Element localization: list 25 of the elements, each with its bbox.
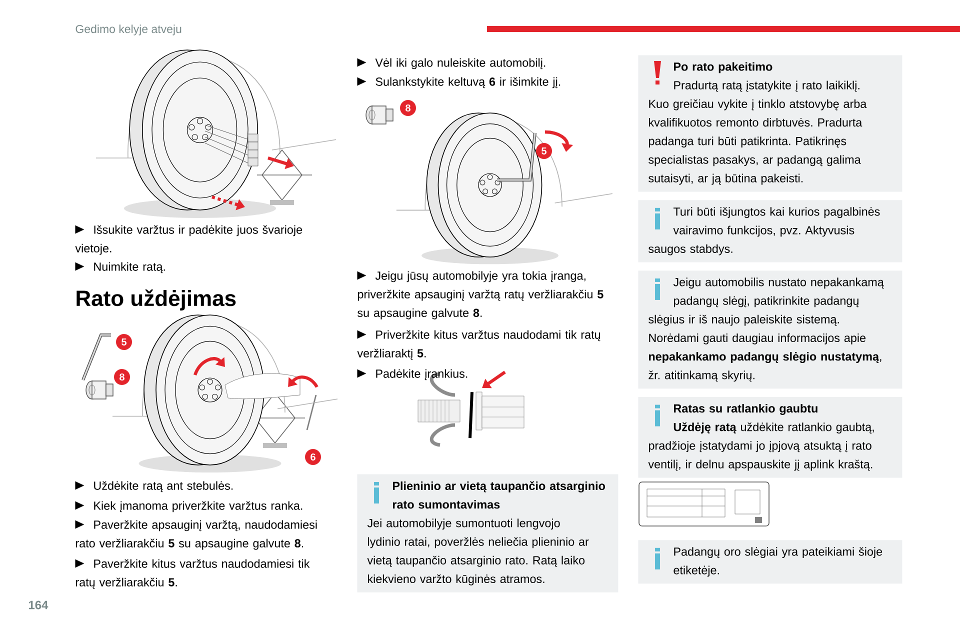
section-heading: Rato uždėjimas <box>76 290 236 310</box>
instruction-text: Išsukite varžtus ir padėkite juos švarioje vietoje. <box>75 225 302 255</box>
note-box: Po rato pakeitimo Pradurtą ratą įstatykite į rato laikiklį. Kuo greičiau vykite į tinklo atstovybę arba kvalifikuotos remonto dirbtuvės. Pradurta padanga turi būti patikrinta. Patikrinęs specialistas pasakys, ar padangą galima sutaisyti, ar ją būtina pakeisti. <box>638 55 902 192</box>
instruction-text: Paveržkite kitus varžtus naudodamiesi tik ratų veržliarakčiu 5. <box>75 559 310 589</box>
page-number: 164 <box>28 600 48 610</box>
instruction-text: Priveržkite kitus varžtus naudodami tik ratų veržliaraktį 5. <box>357 330 600 360</box>
note-box: Turi būti išjungtos kai kurios pagalbinės vairavimo funkcijos, pvz. Aktyvusis saugos stabdys. <box>638 200 902 262</box>
note-box: Ratas su ratlankio gaubtu Uždėję ratą uždėkite ratlankio gaubtą, pradžioje įstatydami jo įpjovą atsuktą į rato ventilį, ir delnu apspauskite jį aplink kraštą. <box>638 396 902 478</box>
instruction-text: Sulankstykite keltuvą 6 ir išimkite jį. <box>357 77 560 88</box>
callout-number: 8 <box>114 369 130 385</box>
running-header: Gedimo kelyje atveju <box>76 24 182 36</box>
instruction-text: Kiek įmanoma priveržkite varžtus ranka. <box>75 501 302 512</box>
note-box: Plieninio ar vietą taupančio atsarginio rato sumontavimas Jei automobilyje sumontuoti lengvojo lydinio ratai, poveržlės neliečia plieninio ar vietą taupančio atsarginio rato. Ratą laiko kiekvieno varžto kūginės atramos. <box>357 474 618 592</box>
callout-number: 8 <box>400 100 416 116</box>
callout-number: 6 <box>305 449 321 465</box>
callout-number: 5 <box>116 334 132 350</box>
note-box: Padangų oro slėgiai yra pateikiami šioje etiketėje. <box>638 540 902 584</box>
instruction-text: Jeigu jūsų automobilyje yra tokia įranga, priveržkite apsauginį varžtą ratų veržliarakčiu 5 su apsaugine galvute 8. <box>357 271 604 320</box>
instruction-text: Padėkite įrankius. <box>357 369 468 380</box>
instruction-text: Nuimkite ratą. <box>75 262 165 274</box>
instruction-text: Vėl iki galo nuleiskite automobilį. <box>357 58 546 70</box>
instruction-text: Paveržkite apsauginį varžtą, naudodamiesi rato veržliarakčiu 5 su apsaugine galvute 8. <box>75 520 317 550</box>
instruction-text: Uždėkite ratą ant stebulės. <box>75 481 233 492</box>
note-box: Jeigu automobilis nustato nepakankamą padangų slėgį, patikrinkite padangų slėgius ir iš naujo paleiskite sistemą. Norėdami gauti daugiau informacijos apie nepakankamo padangų slėgio nustatymą, žr. atitinkamą skyrių. <box>638 270 902 389</box>
callout-number: 5 <box>536 143 552 159</box>
